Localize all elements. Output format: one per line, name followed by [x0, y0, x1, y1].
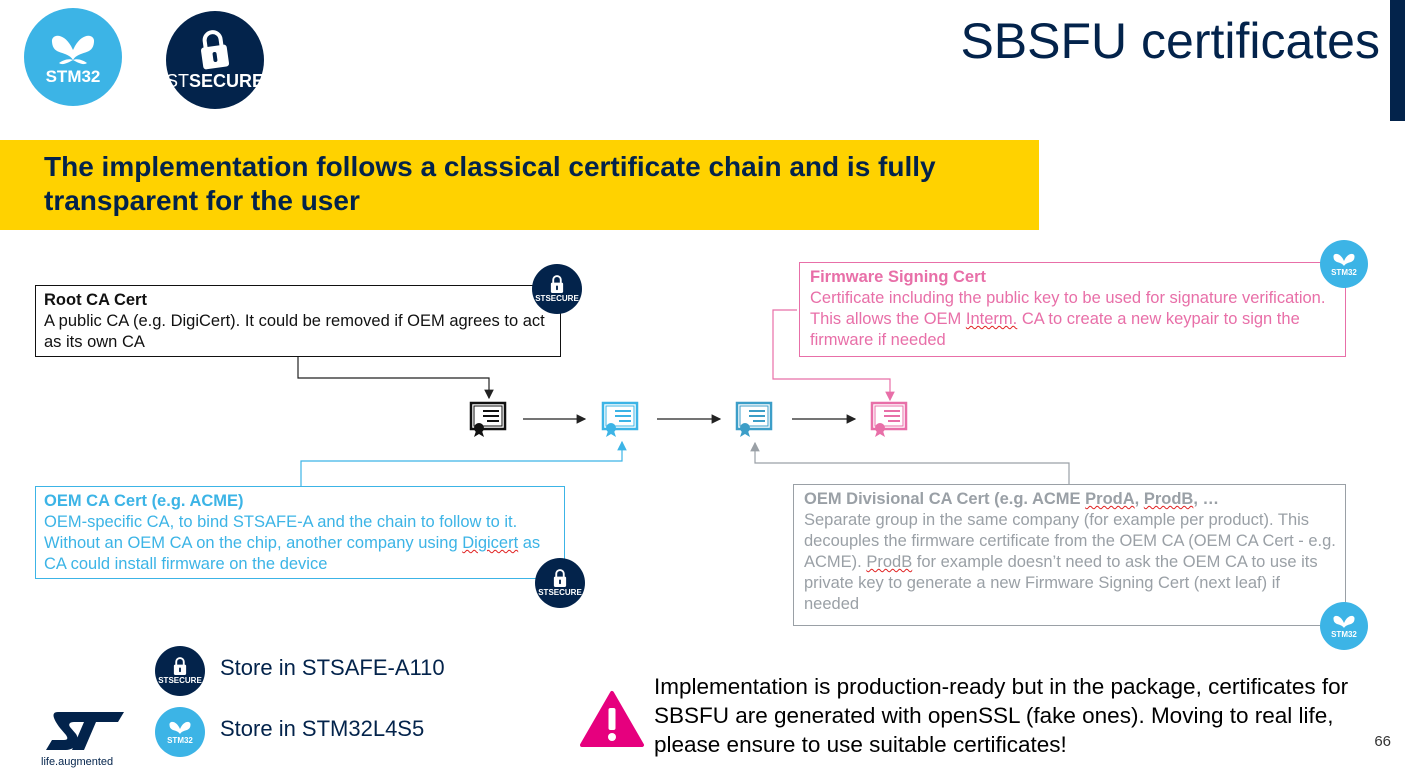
banner-background	[0, 140, 1039, 230]
oem-ca-title: OEM CA Cert (e.g. ACME)	[44, 492, 244, 510]
firmware-signing-body: Certificate including the public key to …	[810, 289, 1326, 349]
butterfly-icon	[51, 35, 95, 64]
legend-stsafe-label: Store in STSAFE-A110	[220, 655, 445, 680]
padlock-icon	[173, 657, 187, 675]
padlock-icon	[200, 30, 230, 70]
brand-tagline: life.augmented	[41, 756, 114, 768]
stsecure-badge-root: STSECURE	[532, 264, 582, 314]
padlock-icon	[553, 569, 567, 587]
certificate-icon-oem	[601, 401, 639, 437]
title-accent-bar	[1390, 0, 1405, 121]
divisional-ca-title: OEM Divisional CA Cert (e.g. ACME ProdA,…	[804, 490, 1219, 508]
divisional-ca-body: Separate group in the same company (for …	[804, 511, 1336, 613]
stm32-logo-text: STM32	[45, 66, 101, 86]
root-ca-box: Root CA Cert A public CA (e.g. DigiCert)…	[35, 285, 561, 357]
stsecure-logo-text: STSECURE	[165, 71, 265, 91]
banner-text: The implementation follows a classical c…	[44, 151, 936, 216]
implementation-note: Implementation is production-ready but i…	[654, 674, 1349, 757]
legend-stsecure-icon: STSECURE	[155, 646, 205, 696]
stm32-badge-firmware: STM32	[1320, 240, 1368, 288]
certificate-icon-firmware	[870, 401, 908, 437]
stm32-badge-divisional: STM32	[1320, 602, 1368, 650]
stm32-logo: STM32	[24, 8, 122, 106]
butterfly-icon	[1333, 615, 1355, 628]
legend-stm32-label: Store in STM32L4S5	[220, 716, 425, 741]
page-number: 66	[1374, 733, 1391, 750]
firmware-signing-box: Firmware Signing Cert Certificate includ…	[799, 262, 1346, 357]
divisional-ca-box: OEM Divisional CA Cert (e.g. ACME ProdA,…	[793, 484, 1346, 626]
certificate-icon-root	[469, 401, 507, 437]
padlock-icon	[550, 275, 564, 293]
root-ca-body: A public CA (e.g. DigiCert). It could be…	[44, 312, 545, 351]
page-title: SBSFU certificates	[960, 13, 1380, 69]
st-logo-icon	[46, 712, 124, 750]
stsecure-badge-oem: STSECURE	[535, 558, 585, 608]
legend-stm32-icon: STM32	[155, 707, 205, 757]
stsecure-logo: STSECURE	[166, 11, 264, 109]
root-ca-title: Root CA Cert	[44, 291, 147, 309]
certificate-icon-divisional	[735, 401, 773, 437]
oem-ca-box: OEM CA Cert (e.g. ACME) OEM-specific CA,…	[35, 486, 565, 579]
firmware-signing-title: Firmware Signing Cert	[810, 268, 987, 286]
butterfly-icon	[1333, 253, 1355, 266]
oem-ca-body: OEM-specific CA, to bind STSAFE-A and th…	[44, 513, 541, 573]
butterfly-icon	[169, 721, 191, 734]
warning-icon	[580, 691, 644, 747]
